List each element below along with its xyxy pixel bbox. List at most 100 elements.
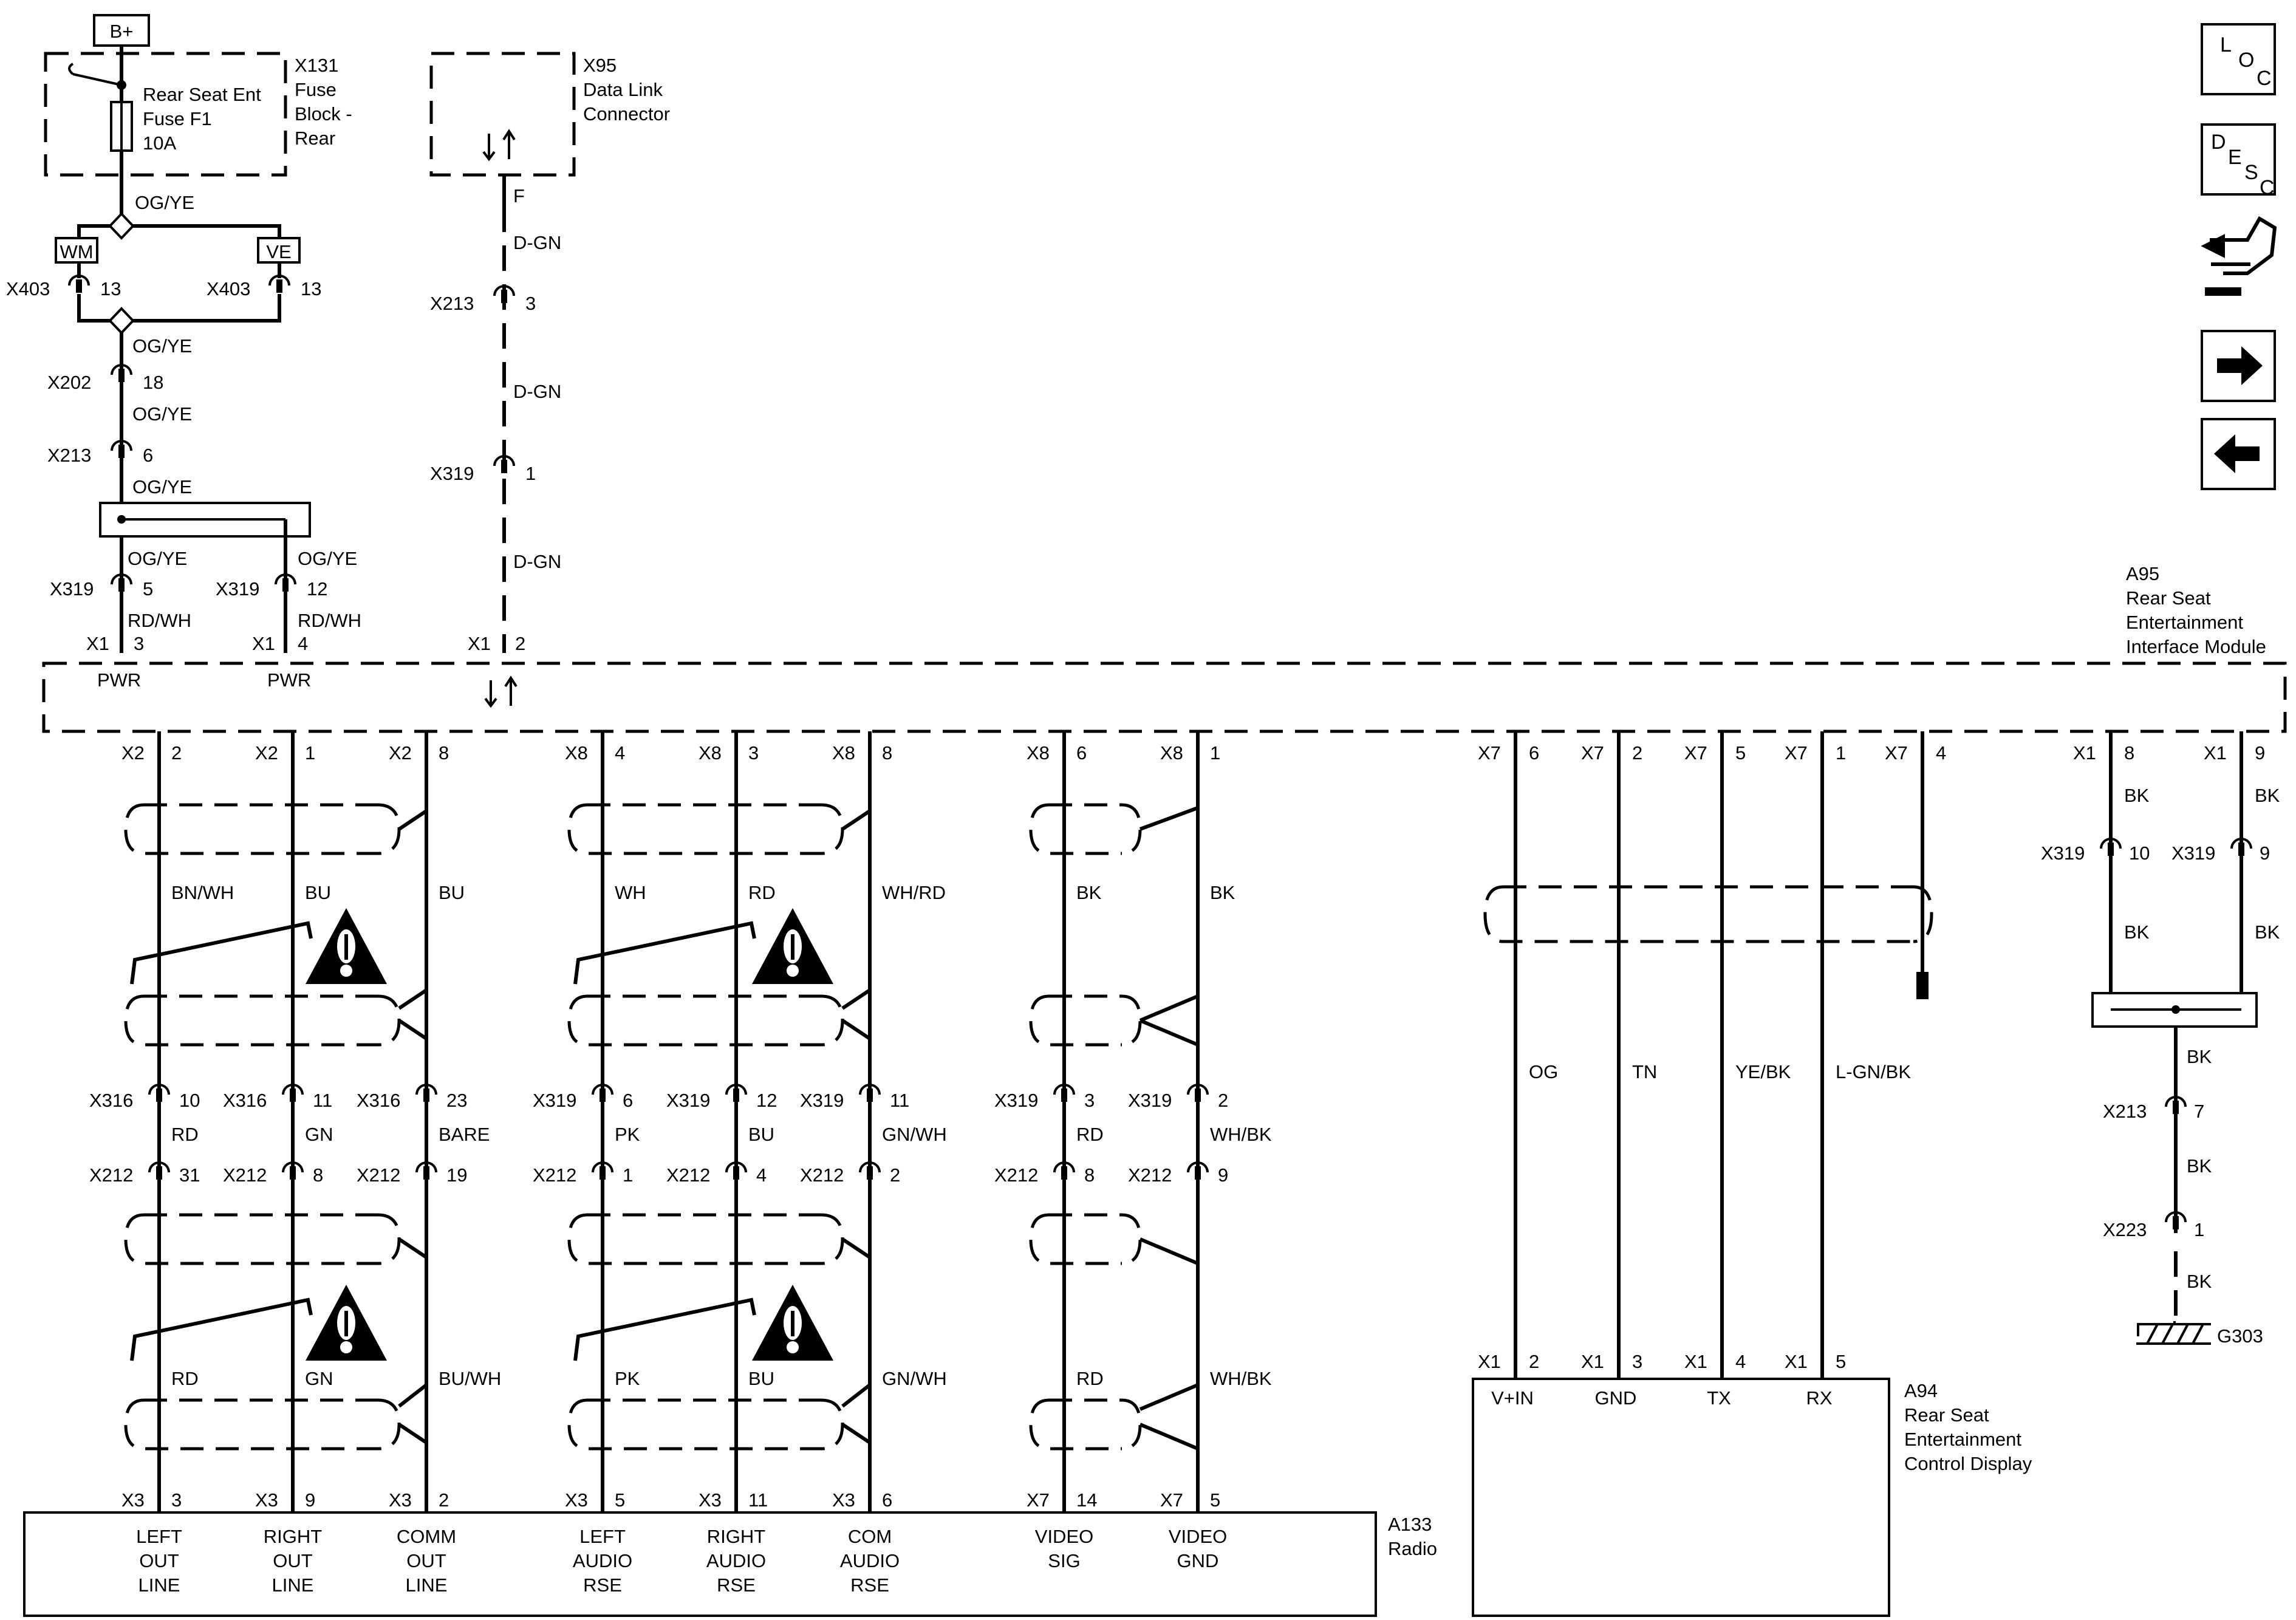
option-box-wm — [55, 237, 98, 264]
wire-color: RD/WH — [128, 610, 191, 631]
wire-color: BK — [2124, 785, 2150, 806]
radio-name: Radio — [1388, 1538, 1437, 1559]
fuse-name: Fuse F1 — [143, 108, 212, 129]
loc-letter: C — [2257, 67, 2272, 90]
wire — [124, 803, 378, 855]
pin: 2 — [171, 742, 182, 764]
pin: 19 — [446, 1164, 467, 1186]
wire-color: BK — [2187, 1155, 2212, 1177]
wire-color: OG — [1529, 1061, 1558, 1082]
desc-letter: S — [2244, 161, 2258, 184]
conn-inline: X316 — [89, 1090, 133, 1111]
wire-color: OG/YE — [298, 548, 357, 569]
display-name: Entertainment — [1904, 1429, 2021, 1450]
conn-bottom: X3 — [121, 1489, 145, 1511]
conn-inline: X319 — [994, 1090, 1038, 1111]
module-id: A95 — [2126, 563, 2159, 584]
pin: 1 — [1210, 742, 1220, 764]
pin: 1 — [1836, 742, 1846, 764]
loc-letter: O — [2238, 49, 2254, 72]
pin: 8 — [2124, 742, 2134, 764]
wire-color: TN — [1632, 1061, 1657, 1082]
wire — [567, 994, 821, 1047]
radio-pin-label: LINE — [272, 1574, 314, 1596]
inline-connector — [415, 1161, 437, 1180]
pin: 2 — [515, 633, 525, 654]
wire-color: WH — [615, 882, 646, 903]
wire-color: RD — [171, 1124, 199, 1145]
pin: 8 — [439, 742, 449, 764]
shield-drain — [1916, 972, 1929, 999]
pin: 9 — [2260, 842, 2270, 864]
connector-view-icon — [2201, 216, 2277, 296]
splice-dot — [117, 515, 126, 524]
radio-pin-label: AUDIO — [840, 1550, 900, 1571]
wire-color: BK — [1210, 882, 1235, 903]
wire-color: RD — [171, 1368, 199, 1389]
wire-color: BK — [2187, 1046, 2212, 1067]
conn-inline: X319 — [2041, 842, 2085, 864]
pin: 6 — [1529, 742, 1539, 764]
inline-connector — [2165, 1096, 2187, 1114]
wire-color: RD — [748, 882, 776, 903]
wire — [821, 994, 844, 1047]
conn-inline: X319 — [800, 1090, 844, 1111]
wire — [377, 994, 401, 1047]
wire — [573, 921, 756, 985]
dlc-name: Connector — [583, 103, 670, 125]
radio-pin-label: SIG — [1048, 1550, 1080, 1571]
fuse-block: Block - — [295, 103, 352, 125]
inline-connector — [148, 1084, 170, 1102]
inline-connector — [592, 1084, 613, 1102]
fuse-name: Rear Seat Ent — [143, 84, 261, 105]
wire — [841, 1423, 872, 1512]
conn-top: X1 — [2073, 742, 2096, 764]
warning-icon — [752, 908, 833, 984]
conn-inline: X212 — [1128, 1164, 1172, 1186]
option-ve: VE — [266, 241, 291, 262]
pin: 9 — [305, 1489, 315, 1511]
inline-connector — [2230, 838, 2252, 856]
wire-color: BK — [2187, 1271, 2212, 1292]
pin: 4 — [615, 742, 625, 764]
inline-connector — [111, 364, 132, 382]
conn-inline: X316 — [357, 1090, 400, 1111]
conn-top: X8 — [565, 742, 588, 764]
display-pin-label: RX — [1806, 1387, 1832, 1409]
wire-color: BU — [748, 1368, 774, 1389]
inline-connector — [1053, 1161, 1075, 1180]
dlc-outline — [429, 52, 576, 177]
display-pin-label: TX — [1707, 1387, 1731, 1409]
inline-connector — [282, 1084, 304, 1102]
conn-x1: X1 — [468, 633, 491, 654]
wire — [398, 1237, 428, 1408]
pin: 2 — [439, 1489, 449, 1511]
module-name: Interface Module — [2126, 636, 2266, 657]
pin: 12 — [756, 1090, 777, 1111]
pwr-label: PWR — [267, 669, 311, 691]
pin: 11 — [313, 1090, 332, 1111]
conn-top: X7 — [1581, 742, 1604, 764]
conn-x319: X319 — [216, 578, 259, 600]
inline-connector — [1187, 1161, 1209, 1180]
conn-bottom: X3 — [699, 1489, 722, 1511]
conn-x403: X403 — [6, 278, 50, 299]
inline-connector — [2165, 1211, 2187, 1229]
wire-color: OG/YE — [132, 476, 192, 497]
radio-pin-label: VIDEO — [1035, 1526, 1093, 1547]
display-box — [1472, 1378, 1890, 1617]
conn-top: X2 — [255, 742, 278, 764]
inline-connector — [493, 285, 515, 303]
wire — [567, 1398, 821, 1451]
ground-icon — [2136, 1321, 2211, 1345]
pin: 8 — [1084, 1164, 1095, 1186]
conn-top: X8 — [1027, 742, 1050, 764]
wire — [1483, 885, 1933, 943]
conn-top: X7 — [1885, 742, 1908, 764]
conn-top: X2 — [121, 742, 145, 764]
splice-diamond — [108, 307, 135, 335]
conn-top: X8 — [1160, 742, 1183, 764]
next-page-icon — [2201, 330, 2276, 402]
dlc-connector: X95 — [583, 55, 617, 76]
conn-top: X8 — [699, 742, 722, 764]
